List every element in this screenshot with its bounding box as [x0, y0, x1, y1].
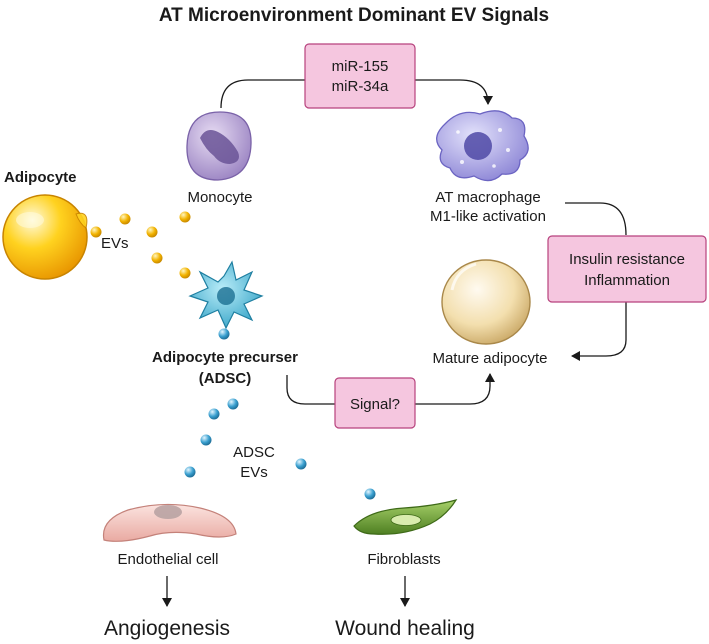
- monocyte-label: Monocyte: [187, 189, 252, 206]
- adipocyte-ev-vesicle: [119, 213, 131, 225]
- adsc-ev-vesicle: [218, 328, 230, 340]
- adsc-ev-vesicle: [295, 458, 307, 470]
- mirna-box: miR-155 miR-34a: [304, 43, 416, 109]
- adipocyte-ev-vesicle: [146, 226, 158, 238]
- diagram-title: AT Microenvironment Dominant EV Signals: [159, 5, 549, 26]
- fibroblasts-label: Fibroblasts: [367, 551, 440, 568]
- adipocyte-ev-vesicle: [90, 226, 102, 238]
- mirna-34a-text: miR-34a: [332, 78, 389, 95]
- adsc-evs-label-line2: EVs: [240, 464, 268, 481]
- wound-healing-label: Wound healing: [335, 617, 475, 640]
- adsc-ev-vesicle: [184, 466, 196, 478]
- adipocyte-label: Adipocyte: [4, 169, 77, 186]
- mirna-to-macrophage-arrow: [415, 79, 493, 105]
- endothelial-cell: [102, 503, 237, 542]
- adsc-ev-vesicle: [364, 488, 376, 500]
- fibroblast-cell: [353, 499, 458, 535]
- insulin-resistance-box: Insulin resistance Inflammation: [547, 235, 707, 303]
- adipocyte-cell: [2, 194, 88, 280]
- adsc-label-line1: Adipocyte precurser: [152, 349, 298, 366]
- monocyte-cell: [186, 111, 252, 181]
- adsc-evs: [184, 398, 376, 500]
- endothelial-label: Endothelial cell: [118, 551, 219, 568]
- signal-text: Signal?: [350, 396, 400, 413]
- adsc-ev-vesicle: [227, 398, 239, 410]
- macrophage-cell: [436, 110, 529, 182]
- adsc-ev-vesicle: [208, 408, 220, 420]
- adipocyte-ev-vesicle: [179, 267, 191, 279]
- mature-adipocyte-cell: [441, 259, 531, 345]
- mirna-155-text: miR-155: [332, 58, 389, 75]
- mature-adipocyte-label: Mature adipocyte: [432, 350, 547, 367]
- macrophage-label-line1: AT macrophage: [435, 189, 540, 206]
- angiogenesis-label: Angiogenesis: [104, 617, 230, 640]
- macrophage-label-line2: M1-like activation: [430, 208, 546, 225]
- adipocyte-evs: [90, 211, 191, 279]
- signal-to-mature-arrow: [415, 373, 495, 405]
- adipocyte-ev-vesicle: [151, 252, 163, 264]
- monocyte-to-mirna-connector: [220, 79, 305, 109]
- adipocyte-ev-vesicle: [179, 211, 191, 223]
- adsc-cell: [188, 260, 264, 330]
- adsc-to-signal-connector: [286, 375, 335, 405]
- inflammation-text: Inflammation: [584, 272, 670, 289]
- insulin-to-mature-arrow: [571, 302, 627, 361]
- adsc-evs-label-line1: ADSC: [233, 444, 275, 461]
- evs-label: EVs: [101, 235, 129, 252]
- insulin-resistance-text: Insulin resistance: [569, 251, 685, 268]
- adsc-ev-vesicle: [200, 434, 212, 446]
- macrophage-to-insulin-connector: [565, 202, 627, 236]
- signal-box: Signal?: [334, 377, 416, 429]
- adsc-label-line2: (ADSC): [199, 370, 252, 387]
